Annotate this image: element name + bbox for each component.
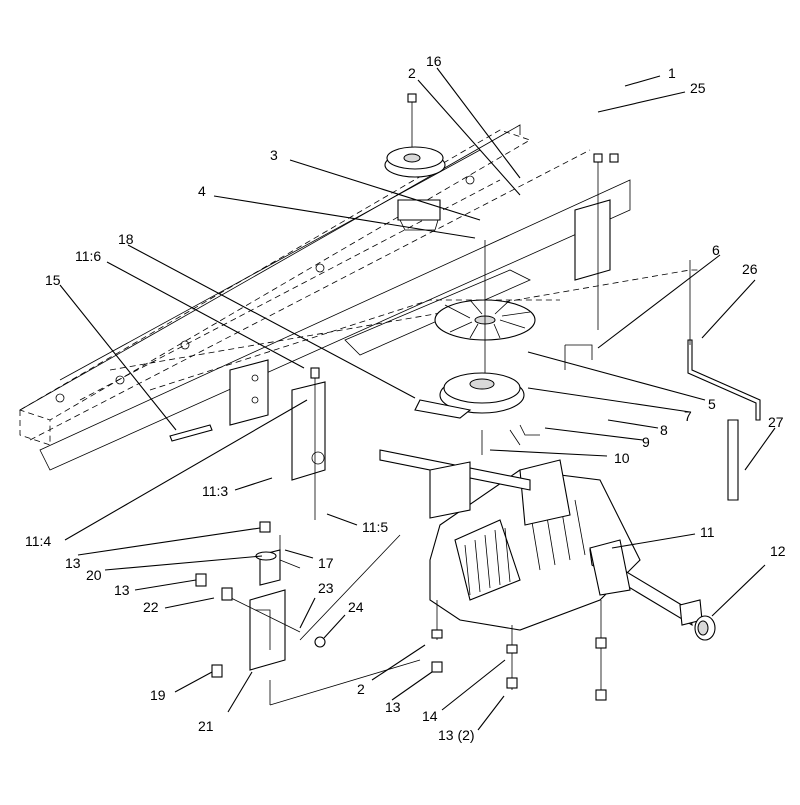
callout-11-5: 11:5 bbox=[362, 519, 389, 535]
callout-12: 12 bbox=[770, 543, 786, 559]
callout-6: 6 bbox=[712, 242, 720, 258]
callout-21: 21 bbox=[198, 718, 214, 734]
callout-5: 5 bbox=[708, 396, 716, 412]
callout-14: 14 bbox=[422, 708, 438, 724]
callout-9: 9 bbox=[642, 434, 650, 450]
callout-2-top: 2 bbox=[408, 65, 416, 81]
callout-25: 25 bbox=[690, 80, 706, 96]
callout-23: 23 bbox=[318, 580, 334, 596]
cooling-fan bbox=[434, 240, 536, 380]
lower-hardware bbox=[195, 521, 421, 706]
callout-11: 11 bbox=[700, 524, 715, 540]
callout-27: 27 bbox=[768, 414, 784, 430]
callout-24: 24 bbox=[348, 599, 364, 615]
callout-10: 10 bbox=[614, 450, 630, 466]
brackets-and-rods bbox=[169, 153, 761, 520]
callout-13-b: 13 bbox=[114, 582, 130, 598]
callout-7: 7 bbox=[684, 408, 692, 424]
callout-16: 16 bbox=[426, 53, 442, 69]
callout-2-bottom: 2 bbox=[357, 681, 365, 697]
drive-pulley bbox=[414, 372, 525, 419]
callout-11-3: 11:3 bbox=[202, 483, 229, 499]
callout-13-c: 13 bbox=[385, 699, 401, 715]
callout-3: 3 bbox=[270, 147, 278, 163]
leader-lines bbox=[59, 67, 776, 731]
callout-15: 15 bbox=[45, 272, 61, 288]
callout-26: 26 bbox=[742, 261, 758, 277]
idler-pulley bbox=[384, 93, 446, 231]
callout-22: 22 bbox=[143, 599, 159, 615]
callout-4: 4 bbox=[198, 183, 206, 199]
callout-13-2: 13 (2) bbox=[438, 727, 475, 743]
callout-18: 18 bbox=[118, 231, 134, 247]
frame-rails bbox=[19, 124, 700, 471]
callout-13-a: 13 bbox=[65, 555, 81, 571]
callout-20: 20 bbox=[86, 567, 102, 583]
callout-11-4: 11:4 bbox=[25, 533, 52, 549]
transaxle bbox=[379, 449, 716, 701]
callout-1: 1 bbox=[668, 65, 676, 81]
callout-17: 17 bbox=[318, 555, 334, 571]
callout-19: 19 bbox=[150, 687, 166, 703]
callout-11-6: 11:6 bbox=[75, 248, 102, 264]
callout-8: 8 bbox=[660, 422, 668, 438]
